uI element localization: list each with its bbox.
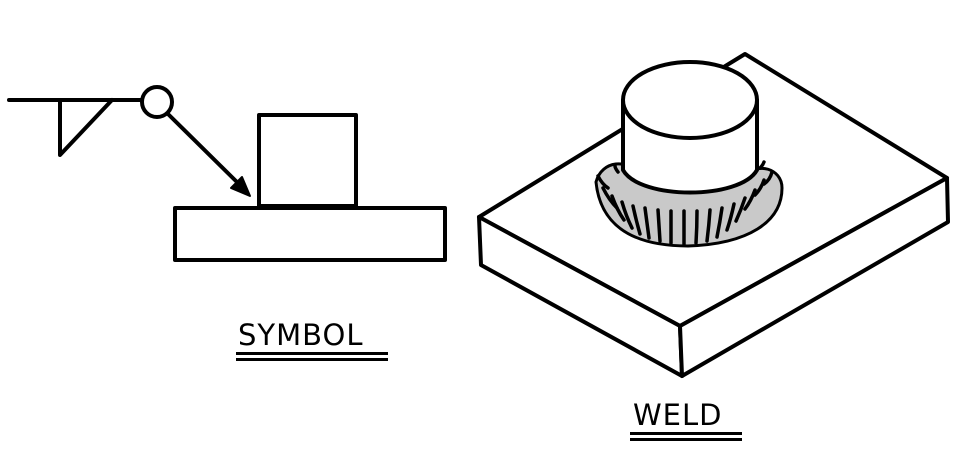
symbol-upright-part bbox=[257, 113, 358, 208]
symbol-drawing bbox=[7, 85, 447, 262]
arrow-head bbox=[230, 176, 251, 197]
symbol-caption: SYMBOL bbox=[238, 318, 364, 352]
symbol-base-plate bbox=[173, 206, 447, 262]
weld-caption: WELD bbox=[633, 398, 723, 432]
weld-caption-underline-2 bbox=[630, 438, 742, 441]
arrow-leader-line bbox=[166, 112, 245, 190]
weld-drawing bbox=[477, 52, 950, 378]
weld-ripples bbox=[596, 160, 774, 246]
symbol-caption-underline-2 bbox=[236, 358, 388, 361]
weld-caption-underline-1 bbox=[630, 432, 742, 435]
plate-side-face bbox=[678, 176, 950, 378]
symbol-caption-underline-1 bbox=[236, 352, 388, 355]
cylinder-top bbox=[621, 60, 759, 140]
weld-all-around-circle bbox=[140, 85, 174, 119]
fillet-weld-symbol bbox=[58, 98, 114, 157]
